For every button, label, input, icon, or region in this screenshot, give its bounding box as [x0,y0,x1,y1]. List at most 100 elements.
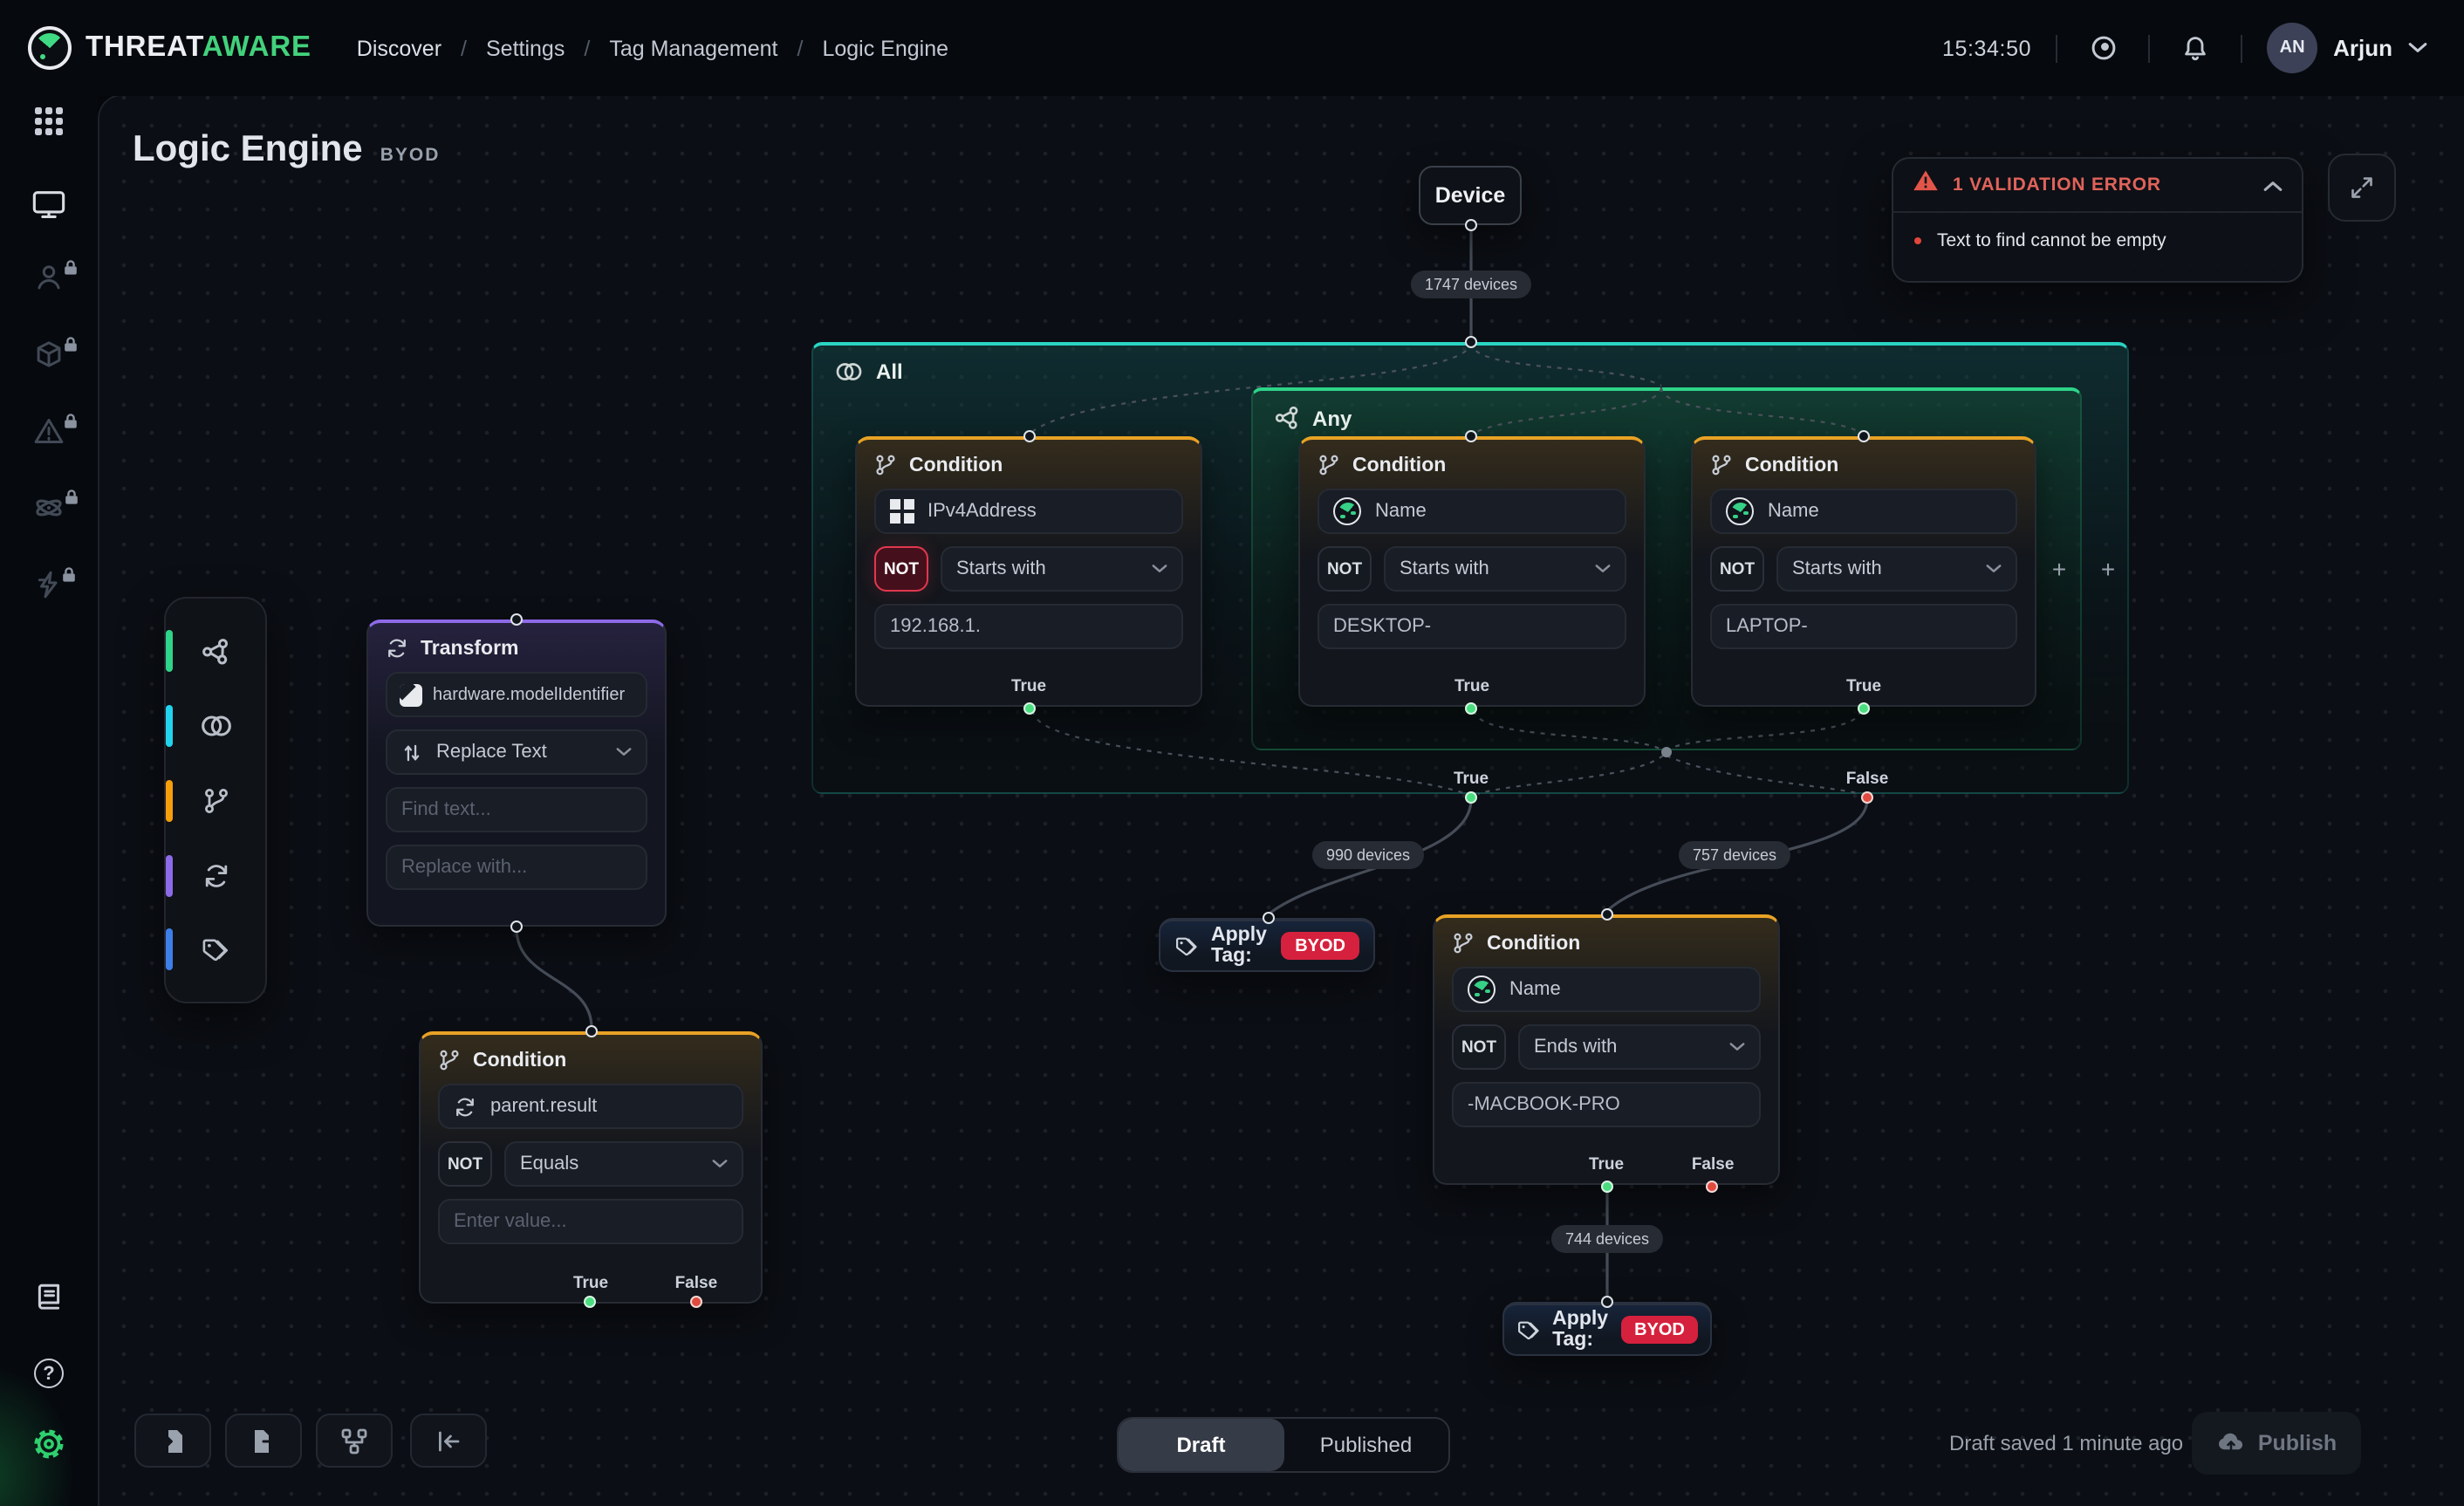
operation-select[interactable]: Replace Text [386,729,647,775]
condition-node-laptop[interactable]: Condition Name NOT Starts with True [1691,436,2036,707]
operator-select[interactable]: Starts with [1776,546,2017,592]
port-true-out[interactable] [1601,1181,1613,1193]
auto-layout-button[interactable] [316,1414,393,1468]
output-true-label: True [1010,677,1047,696]
field-select[interactable]: Name [1318,489,1626,534]
condition-node-desktop[interactable]: Condition Name NOT Starts with True [1298,436,1646,707]
find-text-input[interactable] [386,787,647,832]
condition-node-macbook[interactable]: Condition Name NOT Ends with True False [1433,914,1780,1185]
docs-book-icon[interactable] [34,1282,64,1311]
value-input[interactable] [1318,604,1626,649]
add-condition-button[interactable]: + [2100,555,2116,583]
tab-published[interactable]: Published [1319,1433,1413,1457]
devices-monitor-icon[interactable] [31,188,66,220]
lock-icon [62,254,79,285]
value-input[interactable] [438,1199,743,1244]
port-true-out[interactable] [1858,702,1870,715]
import-button[interactable] [134,1414,211,1468]
port-group-false-out[interactable] [1861,791,1873,804]
device-root-node[interactable]: Device [1419,166,1522,225]
tag-badge[interactable]: BYOD [1620,1316,1699,1344]
port-group-true-out[interactable] [1465,791,1477,804]
field-select[interactable]: IPv4Address [874,489,1183,534]
palette-item-condition[interactable] [166,768,265,834]
port-false-out[interactable] [690,1296,702,1308]
not-toggle[interactable]: NOT [1710,546,1764,592]
operator-select[interactable]: Equals [504,1141,743,1187]
chevron-down-icon [1595,564,1611,574]
palette-item-any-group[interactable] [166,618,265,684]
refresh-icon [454,1095,476,1118]
add-condition-button[interactable]: + [2051,555,2067,583]
not-toggle[interactable]: NOT [874,546,928,592]
warning-triangle-icon [1913,169,1939,201]
apply-tag-node[interactable]: Apply Tag: BYOD [1159,918,1375,972]
field-select[interactable]: parent.result [438,1084,743,1129]
breadcrumb: Discover / Settings / Tag Management / L… [357,36,948,60]
palette-item-apply-tag[interactable] [166,916,265,982]
operator-select[interactable]: Starts with [941,546,1183,592]
condition-node-ipv4[interactable]: Condition IPv4Address NOT Starts with Tr… [855,436,1202,707]
bell-icon[interactable] [2174,27,2216,69]
value-input[interactable] [874,604,1183,649]
breadcrumb-discover[interactable]: Discover [356,36,442,60]
publish-button[interactable]: Publish [2192,1412,2361,1475]
port-true-out[interactable] [1465,702,1477,715]
port-condition-in[interactable] [585,1025,598,1037]
tag-badge[interactable]: BYOD [1281,932,1359,960]
eye-icon[interactable] [2082,27,2124,69]
collapse-panel-button[interactable] [410,1414,487,1468]
port-false-out[interactable] [1706,1181,1718,1193]
field-select[interactable]: Name [1452,967,1761,1012]
port-group-all-in[interactable] [1465,336,1477,348]
port-condition-in[interactable] [1601,908,1613,921]
not-toggle[interactable]: NOT [1452,1024,1506,1070]
transform-node[interactable]: Transform hardware.modelIdentifier Repla… [366,620,667,927]
palette-item-transform[interactable] [166,843,265,909]
not-toggle[interactable]: NOT [438,1141,492,1187]
fullscreen-button[interactable] [2328,154,2396,222]
brand-wordmark[interactable]: ThreatAware [86,31,311,65]
port-condition-in[interactable] [1858,430,1870,442]
field-select[interactable]: hardware.modelIdentifier [386,672,647,717]
integrations-atom-icon-locked[interactable] [33,489,78,524]
apply-tag-node[interactable]: Apply Tag: BYOD [1502,1302,1712,1356]
not-toggle[interactable]: NOT [1318,546,1372,592]
port-apply-in[interactable] [1263,912,1275,924]
alerts-warning-icon-locked[interactable] [34,414,77,446]
field-select[interactable]: Name [1710,489,2017,534]
palette-item-all-group[interactable] [166,693,265,759]
breadcrumb-separator: / [584,36,591,60]
value-input[interactable] [1710,604,2017,649]
validation-header[interactable]: 1 VALIDATION ERROR [1893,159,2302,213]
avatar[interactable]: AN [2267,23,2318,73]
value-input[interactable] [1452,1082,1761,1127]
chevron-up-icon[interactable] [2263,179,2283,191]
condition-node-parent-result[interactable]: Condition parent.result NOT Equals True … [419,1031,763,1304]
automation-bolt-icon-locked[interactable] [36,567,75,599]
port-transform-in[interactable] [510,613,523,626]
operator-select[interactable]: Ends with [1518,1024,1761,1070]
port-group-any-out[interactable] [1661,747,1672,757]
settings-gear-icon[interactable] [32,1427,65,1469]
port-condition-in[interactable] [1465,430,1477,442]
port-transform-out[interactable] [510,921,523,933]
breadcrumb-settings[interactable]: Settings [486,36,565,60]
tab-draft[interactable]: Draft [1119,1419,1283,1471]
breadcrumb-tag-management[interactable]: Tag Management [609,36,778,60]
operator-select[interactable]: Starts with [1384,546,1626,592]
export-button[interactable] [225,1414,302,1468]
assets-cube-icon-locked[interactable] [34,337,77,369]
port-true-out[interactable] [584,1296,596,1308]
port-device-out[interactable] [1465,219,1477,231]
port-apply-in[interactable] [1601,1296,1613,1308]
breadcrumb-logic-engine[interactable]: Logic Engine [822,36,949,60]
port-condition-in[interactable] [1023,430,1036,442]
replace-with-input[interactable] [386,845,647,890]
brand-logo-icon[interactable] [28,26,72,70]
identity-icon-locked[interactable] [34,260,77,292]
port-true-out[interactable] [1023,702,1036,715]
apps-grid-icon[interactable] [33,106,65,146]
chevron-down-icon[interactable] [2405,27,2429,69]
help-icon[interactable]: ? [34,1359,64,1388]
